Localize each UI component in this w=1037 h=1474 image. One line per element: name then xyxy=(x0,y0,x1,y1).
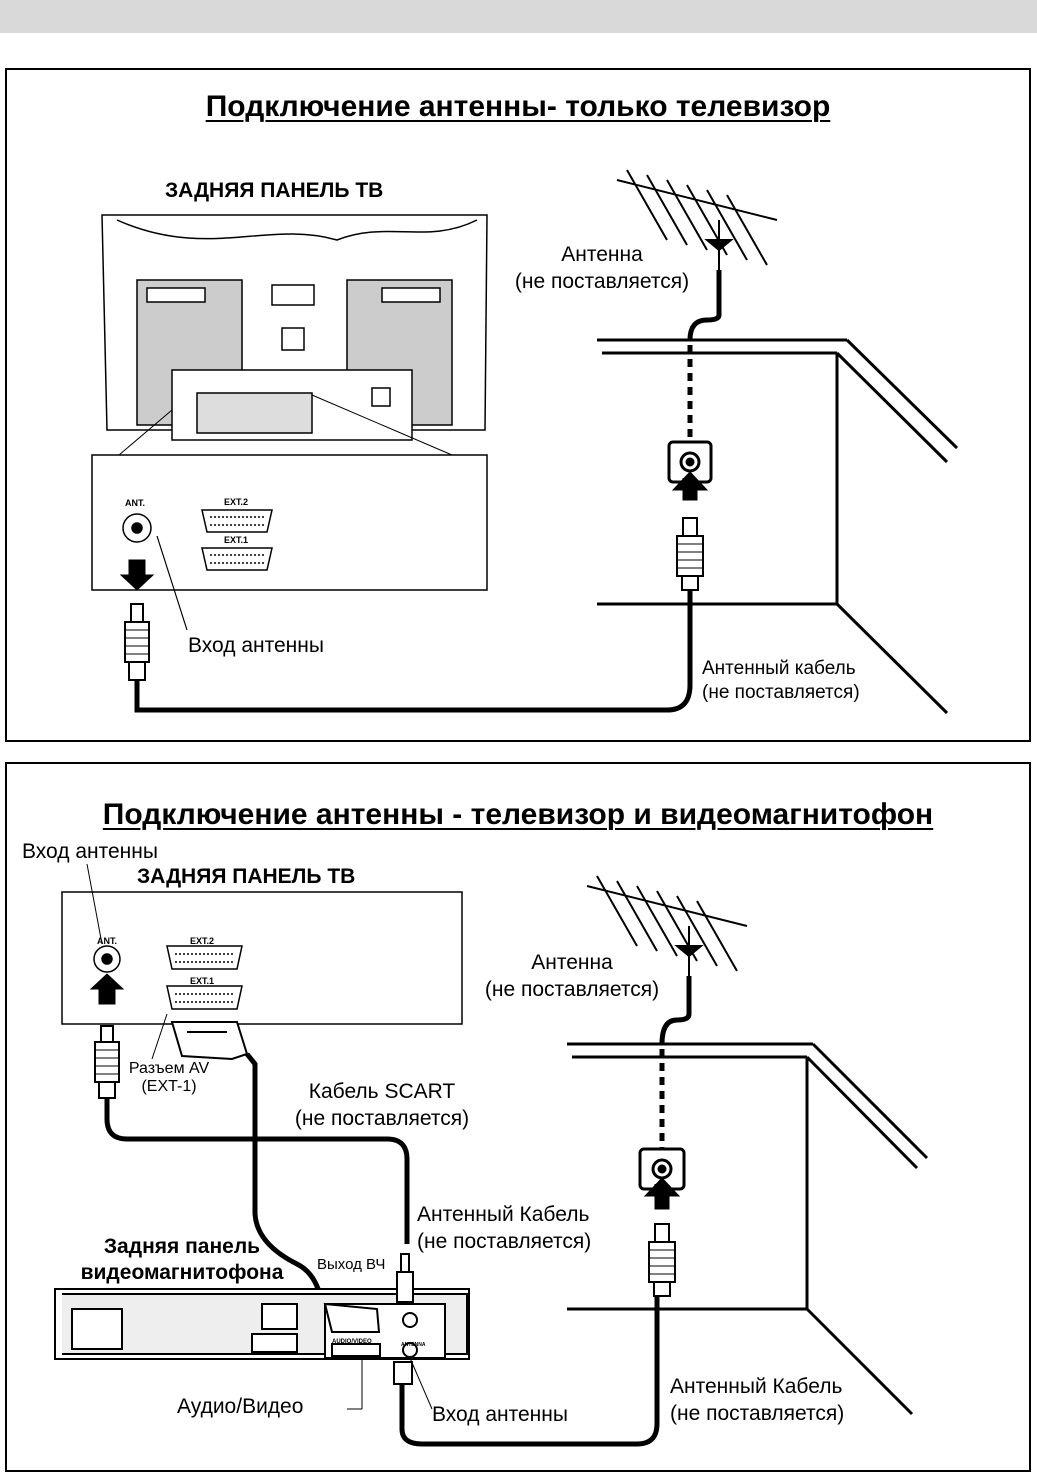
zoom-lines xyxy=(118,394,453,456)
vcr-rear-housing xyxy=(54,1288,470,1360)
tv-only-diagram xyxy=(91,169,959,715)
av-connector-label: Разъем AV xyxy=(128,1060,210,1077)
audio-video-label: Аудио/Видео xyxy=(177,1395,304,1418)
panel-title: Подключение антенны - телевизор и видеом… xyxy=(102,798,934,831)
antenna-cable-vcr-wall xyxy=(399,1254,660,1447)
scart-cable-not-supplied: (не поставляется) xyxy=(294,1107,470,1130)
tv-connector-panel xyxy=(61,891,463,1025)
vcr-antenna-input-label: Вход антенны xyxy=(432,1403,568,1426)
antenna-cable-bottom-label: Антенный Кабель xyxy=(670,1375,843,1398)
vcr-rear-label-2: видеомагнитофона xyxy=(80,1261,284,1284)
pointer-line xyxy=(156,535,188,631)
wall-plug xyxy=(643,1177,681,1297)
port-ext2-label: EXT.2 xyxy=(224,497,249,507)
av-connector-ext1: (EXT-1) xyxy=(141,1078,197,1095)
tv-rear-label: ЗАДНЯЯ ПАНЕЛЬ ТВ xyxy=(137,865,356,888)
antenna-cable-mid-label: Антенный Кабель xyxy=(417,1203,590,1226)
vcr-rear-label: Задняя панель xyxy=(103,1235,261,1258)
scart-cable xyxy=(245,1052,325,1305)
antenna-not-supplied: (не поставляется) xyxy=(484,978,660,1001)
panel-tv-and-vcr: Подключение антенны - телевизор и видеом… xyxy=(5,762,1031,1472)
scart-plug xyxy=(170,1021,249,1061)
antenna-icon xyxy=(616,169,778,341)
tv-connector-panel xyxy=(91,454,488,591)
header-bar xyxy=(0,0,1037,33)
scart-pins xyxy=(175,953,235,1003)
antenna-cable-label: Антенный кабель xyxy=(702,658,856,679)
vcr-rf-out-plug xyxy=(396,1253,414,1303)
antenna-cable-bottom-not-supplied: (не поставляется) xyxy=(670,1402,845,1425)
scart-pins xyxy=(210,516,265,564)
tv-rear-housing xyxy=(101,214,488,441)
antenna-cable-not-supplied: (не поставляется) xyxy=(702,682,860,703)
antenna-label: Антенна xyxy=(531,951,613,974)
antenna-cable xyxy=(134,590,693,713)
port-ext1-label: EXT.1 xyxy=(224,535,249,545)
antenna-input-top-label: Вход антенны xyxy=(22,840,158,863)
wall-plug xyxy=(671,471,709,591)
antenna-icon xyxy=(586,875,748,1045)
antenna-input-label: Вход антенны xyxy=(188,634,324,657)
port-ant-label: ANT. xyxy=(125,498,145,508)
port-ext2-label: EXT.2 xyxy=(190,936,215,946)
vcr-ant-in-plug xyxy=(393,1361,413,1385)
panel-tv-only: Подключение антенны- только телевизор xyxy=(5,68,1031,742)
scart-cable-label: Кабель SCART xyxy=(308,1080,456,1103)
tv-rear-label: ЗАДНЯЯ ПАНЕЛЬ ТВ xyxy=(165,179,384,202)
tv-vcr-diagram xyxy=(54,863,929,1447)
port-ant-label: ANT. xyxy=(97,936,117,946)
tv-antenna-plug xyxy=(119,559,155,681)
port-ext1-label: EXT.1 xyxy=(190,976,215,986)
vcr-audio-video-port-label: AUDIO/VIDEO xyxy=(332,1339,372,1345)
tv-antenna-plug xyxy=(89,973,125,1099)
wall-socket xyxy=(667,440,713,484)
house-wall xyxy=(597,338,959,715)
house-wall xyxy=(567,1042,929,1416)
panel-title: Подключение антенны- только телевизор xyxy=(205,90,831,123)
pointer-line xyxy=(86,863,103,945)
vcr-scart-plug xyxy=(323,1302,381,1333)
rf-out-label: Выход ВЧ xyxy=(317,1256,386,1273)
antenna-not-supplied: (не поставляется) xyxy=(514,270,690,293)
vcr-antenna-port-label: ANTENNA xyxy=(401,1342,426,1348)
antenna-cable-mid-not-supplied: (не поставляется) xyxy=(417,1230,592,1253)
antenna-label: Антенна xyxy=(561,243,643,266)
